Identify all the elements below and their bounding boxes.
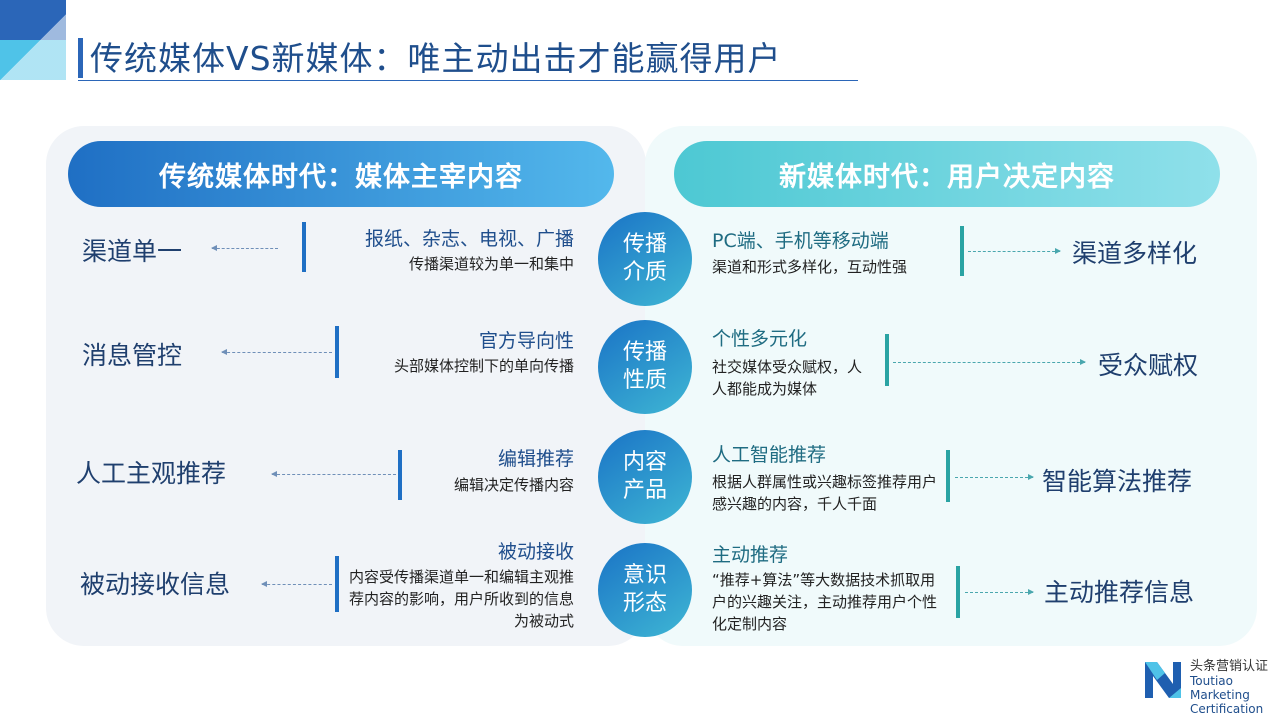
left-divider-3 bbox=[398, 450, 402, 500]
right-head-2: 个性多元化 bbox=[712, 328, 808, 350]
logo-text-en1: Toutiao Marketing bbox=[1190, 674, 1250, 702]
right-divider-2 bbox=[885, 334, 889, 386]
new-media-panel bbox=[645, 126, 1257, 646]
left-divider-2 bbox=[335, 326, 339, 378]
left-desc-2: 头部媒体控制下的单向传播 bbox=[393, 357, 574, 375]
left-desc-3: 编辑决定传播内容 bbox=[453, 476, 574, 494]
left-desc-1: 传播渠道较为单一和集中 bbox=[408, 255, 574, 273]
left-arrow-3 bbox=[271, 471, 396, 477]
title-accent-bar bbox=[78, 38, 83, 78]
right-arrow-1 bbox=[968, 248, 1061, 254]
left-title-4: 被动接收信息 bbox=[80, 570, 231, 599]
traditional-media-header: 传统媒体时代：媒体主宰内容 bbox=[68, 141, 614, 207]
right-desc-1: 渠道和形式多样化，互动性强 bbox=[712, 258, 908, 276]
left-title-2: 消息管控 bbox=[82, 341, 183, 370]
right-arrow-4 bbox=[965, 589, 1034, 595]
left-divider-4 bbox=[335, 556, 339, 612]
right-divider-1 bbox=[960, 226, 964, 276]
left-head-2: 官方导向性 bbox=[478, 330, 574, 352]
right-arrow-3 bbox=[955, 474, 1034, 480]
right-desc-3: 根据人群属性或兴趣标签推荐用户感兴趣的内容，千人千面 bbox=[712, 473, 938, 513]
category-circle-4: 意识形态 bbox=[598, 543, 692, 637]
logo-text-cn: 头条营销认证 bbox=[1190, 659, 1269, 674]
right-divider-3 bbox=[946, 450, 950, 502]
new-media-header: 新媒体时代：用户决定内容 bbox=[674, 141, 1220, 207]
right-head-1: PC端、手机等移动端 bbox=[712, 230, 889, 252]
left-divider-1 bbox=[302, 222, 306, 272]
category-circle-2: 传播性质 bbox=[598, 320, 692, 414]
logo-text: 头条营销认证 Toutiao Marketing Certification bbox=[1190, 659, 1280, 717]
left-head-1: 报纸、杂志、电视、广播 bbox=[364, 228, 574, 250]
right-title-3: 智能算法推荐 bbox=[1042, 467, 1193, 496]
left-head-3: 编辑推荐 bbox=[497, 448, 574, 470]
category-circle-3: 内容产品 bbox=[598, 430, 692, 524]
right-title-4: 主动推荐信息 bbox=[1044, 578, 1195, 607]
left-arrow-4 bbox=[261, 581, 332, 587]
toutiao-logo-icon bbox=[1143, 660, 1183, 700]
category-circle-1: 传播介质 bbox=[598, 212, 692, 306]
right-arrow-2 bbox=[893, 359, 1086, 365]
logo-text-en2: Certification bbox=[1190, 702, 1264, 716]
corner-decoration-sheen bbox=[0, 0, 66, 80]
left-head-4: 被动接收 bbox=[497, 541, 574, 563]
title-underline bbox=[78, 80, 858, 81]
right-title-2: 受众赋权 bbox=[1098, 351, 1199, 380]
traditional-media-panel bbox=[46, 126, 646, 646]
right-head-4: 主动推荐 bbox=[712, 544, 789, 566]
left-arrow-2 bbox=[221, 349, 332, 355]
right-title-1: 渠道多样化 bbox=[1072, 239, 1198, 268]
right-desc-4: “推荐+算法”等大数据技术抓取用户的兴趣关注，主动推荐用户个性化定制内容 bbox=[712, 571, 938, 633]
left-arrow-1 bbox=[211, 245, 278, 251]
right-divider-4 bbox=[956, 566, 960, 618]
left-title-1: 渠道单一 bbox=[82, 237, 183, 266]
left-desc-4: 内容受传播渠道单一和编辑主观推荐内容的影响，用户所收到的信息为被动式 bbox=[348, 568, 574, 630]
right-head-3: 人工智能推荐 bbox=[712, 444, 827, 466]
left-title-3: 人工主观推荐 bbox=[76, 459, 227, 488]
page-title: 传统媒体VS新媒体：唯主动出击才能赢得用户 bbox=[90, 39, 782, 78]
right-desc-2: 社交媒体受众赋权，人人都能成为媒体 bbox=[712, 358, 863, 398]
